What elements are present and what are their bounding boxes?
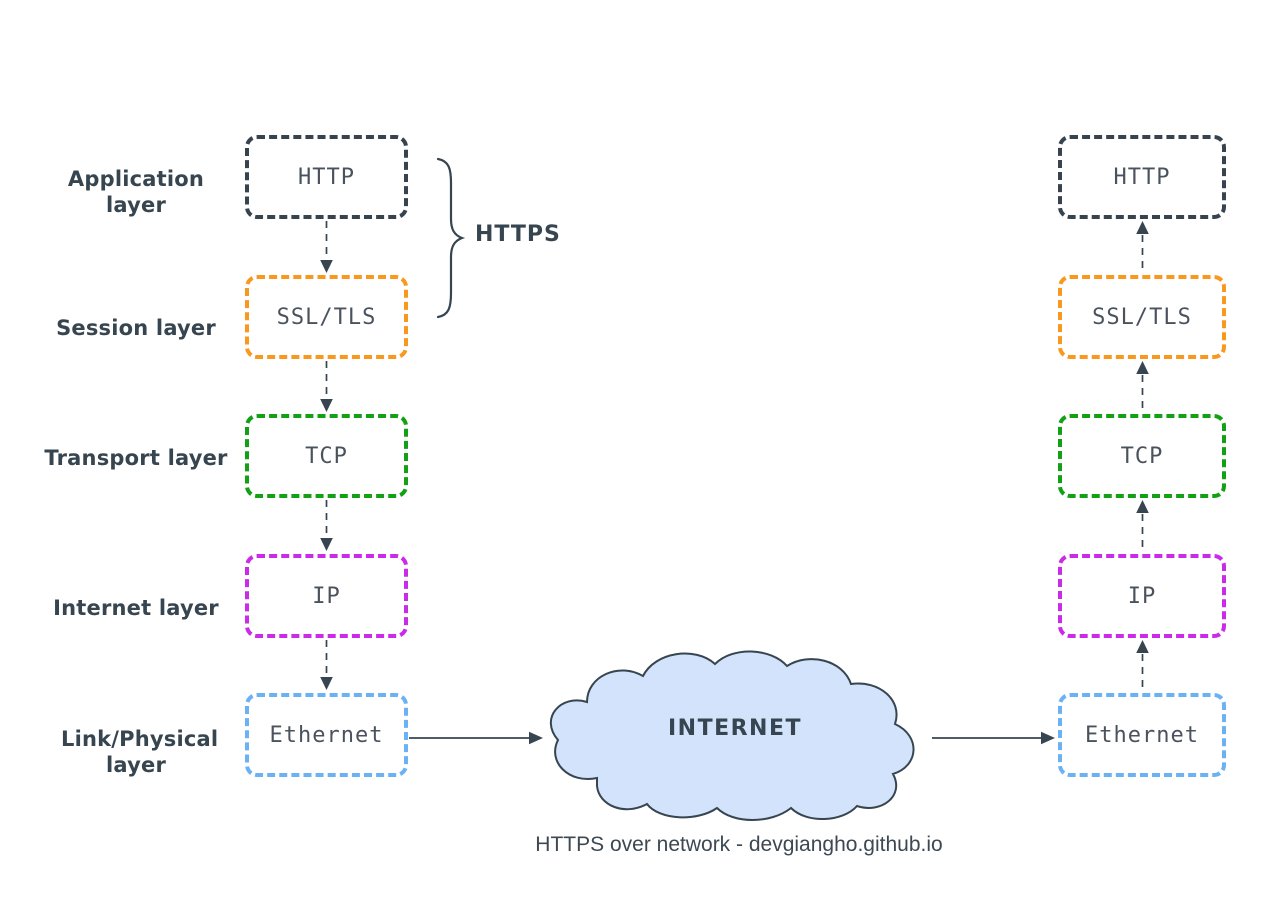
- https-annotation: HTTPS: [475, 222, 561, 247]
- protocol-label: IP: [312, 583, 341, 609]
- arrow-right-icon: [409, 731, 543, 745]
- protocol-label: IP: [1127, 583, 1157, 609]
- protocol-label: HTTP: [298, 164, 355, 190]
- left-box-ethernet: Ethernet: [245, 693, 408, 777]
- right-box-ssl-tls: SSL/TLS: [1058, 275, 1226, 359]
- internet-cloud: [549, 650, 915, 821]
- right-box-tcp: TCP: [1058, 414, 1226, 498]
- arrow-down-icon: [320, 640, 333, 690]
- arrow-up-icon: [1136, 361, 1149, 412]
- protocol-label: HTTP: [1113, 164, 1171, 190]
- protocol-label: SSL/TLS: [1092, 304, 1192, 330]
- layer-label-internet: Internet layer: [53, 596, 219, 620]
- left-box-ssl-tls: SSL/TLS: [245, 275, 408, 359]
- protocol-label: SSL/TLS: [276, 304, 377, 330]
- left-box-ip: IP: [245, 554, 408, 638]
- protocol-label: Ethernet: [1085, 722, 1199, 748]
- arrow-up-icon: [1136, 221, 1149, 273]
- arrow-down-icon: [320, 361, 333, 412]
- arrow-down-icon: [320, 221, 333, 273]
- arrow-right-icon: [932, 731, 1055, 745]
- right-box-http: HTTP: [1058, 135, 1226, 219]
- layer-label-session: Session layer: [56, 316, 216, 340]
- left-box-tcp: TCP: [245, 414, 408, 498]
- protocol-label: TCP: [305, 443, 348, 469]
- right-box-ethernet: Ethernet: [1058, 693, 1226, 777]
- right-box-ip: IP: [1058, 554, 1226, 638]
- layer-label-link-physical: Link/Physical layer: [61, 727, 219, 777]
- layer-label-application: Application layer: [67, 167, 205, 217]
- https-brace: [436, 157, 466, 319]
- layer-label-transport: Transport layer: [44, 446, 228, 470]
- arrow-down-icon: [320, 500, 333, 551]
- diagram-caption: HTTPS over network - devgiangho.github.i…: [535, 833, 943, 856]
- internet-cloud-label: INTERNET: [667, 716, 803, 741]
- protocol-label: Ethernet: [269, 722, 384, 748]
- arrow-up-icon: [1136, 500, 1149, 552]
- left-box-http: HTTP: [245, 135, 408, 219]
- protocol-label: TCP: [1120, 443, 1164, 469]
- arrow-up-icon: [1136, 640, 1149, 691]
